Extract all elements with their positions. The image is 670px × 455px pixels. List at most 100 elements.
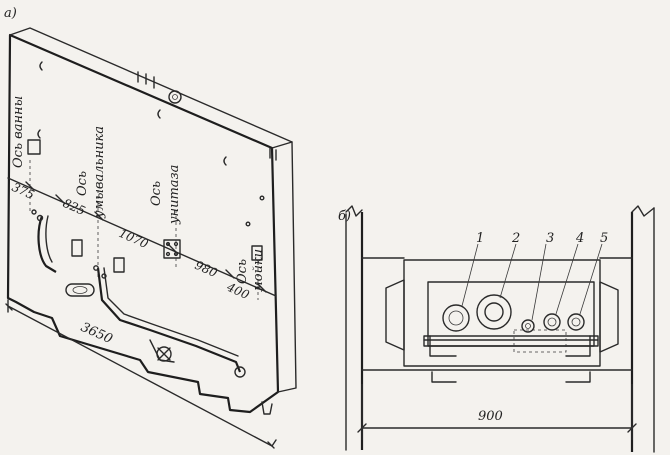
outlet-6 [245,221,251,227]
pipe-4-inner [547,317,557,327]
outlet-5 [259,195,265,201]
callout-4: 4 [575,231,584,246]
panel-front-face [6,33,280,414]
block-hatched-body [403,259,601,367]
panel-a: а) [4,6,297,449]
cleanout-port [65,283,95,297]
washbasin-axis-text-1: Ось [75,171,90,196]
pipe-main [96,267,242,373]
callout-3: 3 [546,231,554,246]
service-block [385,259,619,367]
callout-1: 1 [476,231,484,246]
hook-3 [223,156,227,166]
pipe-5-inner [571,317,581,327]
sink-axis-text-2: мойки [251,249,266,292]
toilet-axis-text-1: Ось [149,181,164,206]
wall-panel [6,27,297,415]
callout-5: 5 [600,231,608,246]
valve-cross [157,347,171,361]
dim-overall-ticks [5,303,275,449]
outlet-1 [36,214,44,222]
pipework [31,195,265,378]
dim-375: 375 [10,180,37,202]
label-washbasin-axis-1: Ось [75,171,90,196]
outlet-3 [93,265,99,271]
dim-825: 825 [61,196,88,218]
left-joint [385,279,405,351]
panel-top-edge [9,27,293,149]
pipe-5-outer [567,313,585,331]
label-toilet-axis-2: унитаза [167,165,182,225]
label-sink-axis-2: мойки [251,249,266,292]
pipe-3-inner [525,323,531,329]
dim-980: 980 [193,258,220,280]
left-wall [345,205,364,451]
block-sink [251,245,263,261]
panel-bottom-notch [261,401,273,415]
top-fittings [37,61,277,166]
block-washbasin [113,257,125,273]
pipe-bath-riser-edge [45,215,53,263]
pipe-main-edge [103,267,239,357]
bracket-right [565,335,591,357]
pipe-end-cap [234,366,246,378]
callout-2: 2 [511,231,520,246]
support-rail [423,335,599,347]
dimension-900: 900 [357,384,637,440]
pipes-section [442,294,585,333]
washbasin-axis-text-2: умывальника [92,126,107,219]
corner-pins [269,147,277,161]
dim-chain-line [7,177,277,297]
pipe-1-outer [442,304,470,332]
right-joint [599,281,619,353]
pipe-4-outer [543,313,561,331]
valve-body [156,346,172,362]
block-left [71,239,83,257]
callout-leaders [461,243,603,321]
hidden-fitting [513,329,567,353]
hook-1 [39,61,43,71]
panel-a-label: а) [4,6,17,21]
dim-900-extensions [361,384,633,440]
anchors [431,371,591,383]
panel-b-label: б) [338,209,351,224]
dimension-chain [7,177,277,297]
pipe-3-outer [521,319,535,333]
right-wall-break [631,205,655,217]
toilet-axis-text-2: унитаза [167,165,182,225]
plate-toilet [163,239,181,259]
bolt-3 [165,251,171,257]
overall-dimension [5,299,277,449]
cleanout-inner [72,286,88,294]
top-pins [137,71,155,89]
panel-side-edge [277,141,297,393]
label-sink-axis-1: Ось [235,259,250,284]
left-wall-break [345,205,363,217]
bolt-1 [165,241,171,247]
label-bath-axis: Ось ванны [11,96,26,168]
dim-1070: 1070 [117,226,151,251]
right-wall [630,205,655,453]
pipe-2-inner [484,302,504,322]
top-riser-core [172,94,178,100]
pipe-2-outer [476,294,512,330]
outlet-2 [31,209,37,215]
panel-b: б) [338,205,655,453]
bracket-left [429,335,457,357]
sink-axis-text-1: Ось [235,259,250,284]
pipe-1-inner [448,310,464,326]
pipe-bath-riser [37,215,57,273]
label-washbasin-axis-2: умывальника [92,126,107,219]
axis-lines [29,160,259,300]
block-bath [27,139,41,155]
bath-axis-text: Ось ванны [11,96,26,168]
hook-4 [37,129,41,139]
bolt-2 [173,241,179,247]
label-toilet-axis-1: Ось [149,181,164,206]
top-riser-fitting [168,90,182,104]
dim-ticks [25,181,267,293]
dim-900-text: 900 [478,409,503,424]
hook-2 [157,109,161,119]
